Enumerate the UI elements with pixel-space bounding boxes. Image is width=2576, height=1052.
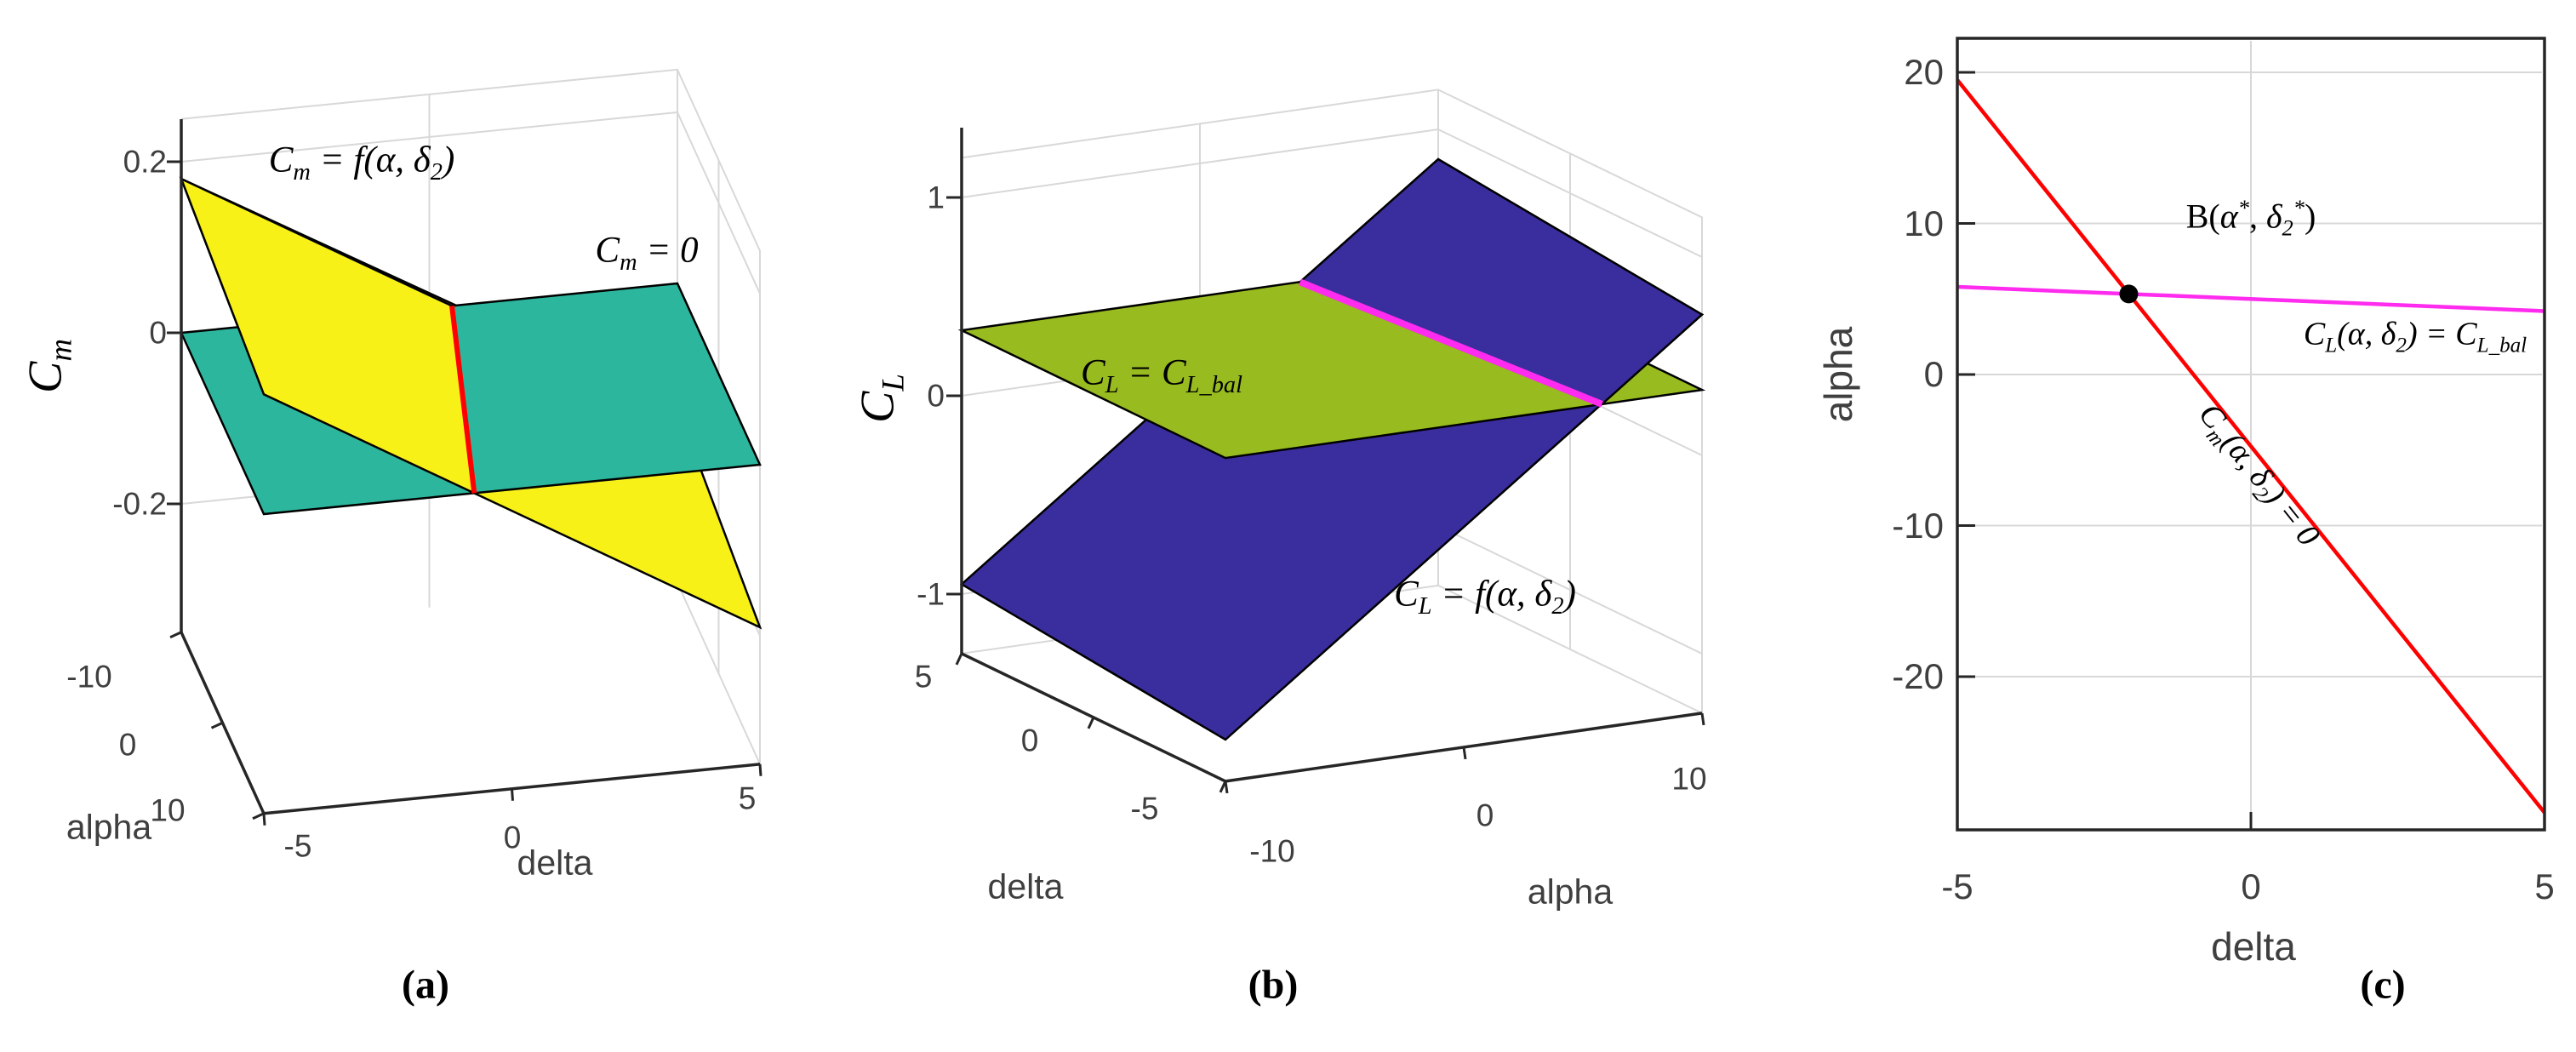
caption-b: (b) [1248, 962, 1299, 1008]
balance-point [2119, 284, 2139, 304]
cl-balance-intersection-line [1299, 278, 1603, 408]
base-axes-b [961, 652, 1703, 783]
box-edge [180, 68, 761, 764]
delta-tick-a [511, 788, 514, 801]
cl-surface [959, 157, 1705, 741]
caption-c: (c) [2360, 962, 2406, 1008]
delta-tick-a [758, 763, 763, 776]
cm-zero-locus [1956, 78, 2546, 815]
box-edge [961, 89, 1703, 713]
delta-tick-b [1087, 717, 1095, 729]
delta-tick-a [262, 813, 266, 826]
box-edge [677, 582, 761, 765]
cm-surface-front [179, 176, 476, 495]
grid-line [961, 128, 1703, 258]
alpha-tick-a [210, 721, 224, 729]
delta-tick-b [955, 653, 963, 666]
caption-a: (a) [402, 962, 449, 1008]
box-edge [1437, 584, 1703, 714]
alpha-tick-b [1700, 712, 1705, 726]
cl-balance-locus [1956, 284, 2545, 313]
alpha-tick-b [1462, 746, 1467, 760]
alpha-tick-b [1224, 780, 1229, 794]
base-axes-a [180, 632, 761, 815]
alpha-tick-a [252, 812, 265, 820]
cm-zero-intersection-line [449, 306, 477, 494]
alpha-tick-a [169, 631, 182, 639]
